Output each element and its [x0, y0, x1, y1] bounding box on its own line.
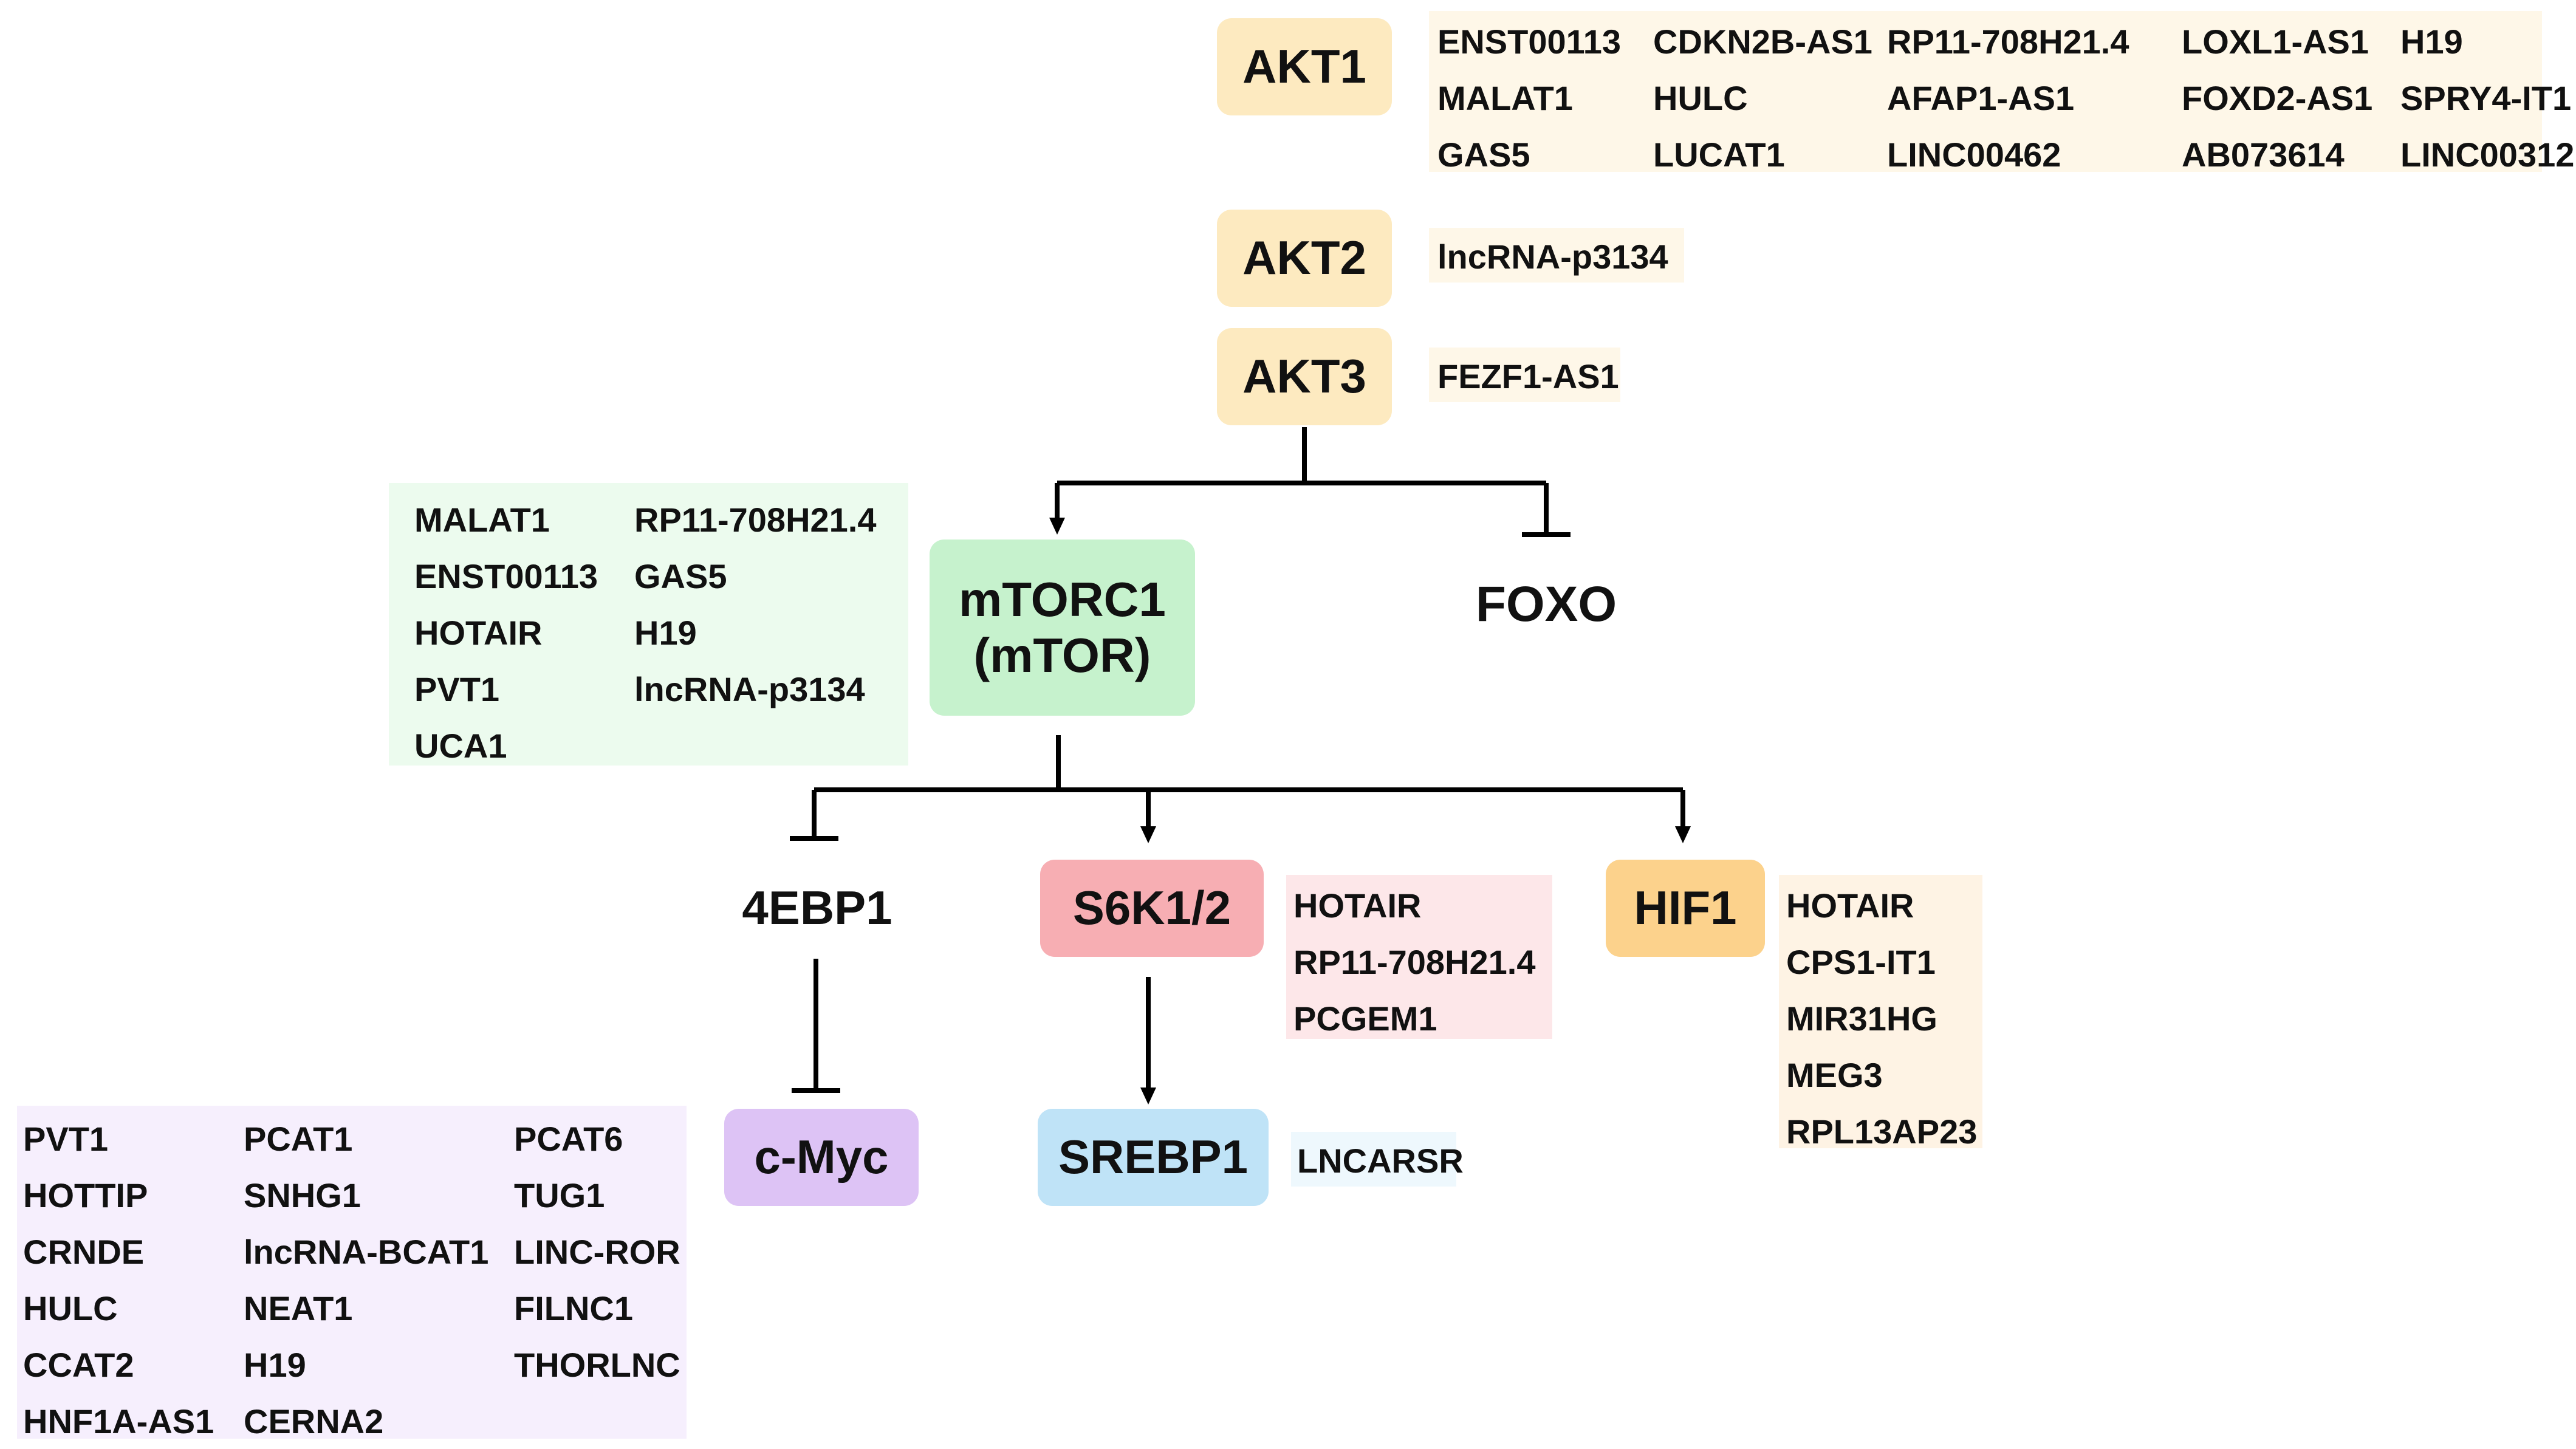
lncrna-item: [514, 1402, 690, 1441]
lncrna-item: CRNDE: [23, 1233, 145, 1271]
lncrna-item: PCAT6: [514, 1120, 623, 1158]
akt3-lncrna-panel: FEZF1-AS1: [1429, 348, 1620, 402]
lncrna-item: LUCAT1: [1653, 135, 1785, 174]
lncrna-item: SPRY4-IT1: [2400, 79, 2572, 117]
lncrna-item: H19: [244, 1346, 306, 1384]
akt3-to-mtor-arrow: [1049, 518, 1065, 535]
akt2-lncrna-panel: lncRNA-p3134: [1429, 228, 1684, 283]
srebp1-lncrna-grid: LNCARSR: [1291, 1132, 1464, 1180]
akt2-node: AKT2: [1217, 210, 1392, 307]
s6k-to-srebp-arrow: [1140, 1088, 1156, 1105]
lncrna-item: lncRNA-p3134: [634, 670, 865, 708]
lncrna-item: HULC: [23, 1289, 118, 1327]
lncrna-item: LINC-ROR: [514, 1233, 680, 1271]
lncrna-item: NEAT1: [244, 1289, 353, 1327]
lncrna-item: ENST00113: [1437, 22, 1621, 61]
mtorc1-node: mTORC1 (mTOR): [930, 540, 1195, 716]
lncrna-item: CERNA2: [244, 1402, 384, 1440]
lncrna-item: GAS5: [1437, 135, 1530, 174]
lncrna-item: CCAT2: [23, 1346, 134, 1384]
lncrna-item: ENST00113: [414, 557, 598, 595]
lncrna-item: RP11-708H21.4: [634, 501, 877, 539]
akt3-node: AKT3: [1217, 328, 1392, 425]
lncrna-item: [634, 726, 908, 766]
lncrna-item: HOTAIR: [414, 614, 543, 652]
s6k-node: S6K1/2: [1040, 860, 1264, 957]
lncrna-item: LOXL1-AS1: [2182, 22, 2369, 61]
lncrna-item: FEZF1-AS1: [1437, 357, 1619, 396]
srebp1-lncrna-panel: LNCARSR: [1291, 1132, 1464, 1187]
lncrna-item: AB073614: [2182, 135, 2345, 174]
lncrna-item: SNHG1: [244, 1176, 361, 1214]
lncrna-item: LNCARSR: [1297, 1142, 1464, 1180]
lncrna-item: H19: [2400, 22, 2463, 61]
mtor-to-s6k-arrow: [1140, 826, 1156, 843]
lncrna-item: HOTAIR: [1293, 886, 1422, 925]
lncrna-item: RP11-708H21.4: [1293, 943, 1536, 981]
srebp1-node: SREBP1: [1038, 1109, 1269, 1206]
4ebp1-node: 4EBP1: [742, 881, 892, 935]
lncrna-item: HOTTIP: [23, 1176, 148, 1214]
lncrna-item: lncRNA-BCAT1: [244, 1233, 489, 1271]
lncrna-item: LINC00312: [2400, 135, 2575, 174]
lncrna-item: HNF1A-AS1: [23, 1402, 214, 1440]
lncrna-item: AFAP1-AS1: [1887, 79, 2075, 117]
lncrna-item: MALAT1: [414, 501, 550, 539]
lncrna-item: PCAT1: [244, 1120, 353, 1158]
lncrna-item: MALAT1: [1437, 79, 1573, 117]
foxo-node: FOXO: [1475, 576, 1617, 632]
lncrna-item: MEG3: [1786, 1056, 1883, 1094]
cmyc-node: c-Myc: [724, 1109, 919, 1206]
lncrna-item: THORLNC: [514, 1346, 680, 1384]
akt1-lncrna-panel: ENST00113 CDKN2B-AS1 RP11-708H21.4 LOXL1-AS…: [1429, 11, 2574, 174]
edges: [790, 427, 1691, 1105]
akt2-lncrna-grid: lncRNA-p3134: [1429, 228, 1684, 276]
lncrna-item: RPL13AP23: [1786, 1112, 1978, 1151]
lncrna-item: TUG1: [514, 1176, 605, 1214]
lncrna-item: CDKN2B-AS1: [1653, 22, 1872, 61]
lncrna-item: UCA1: [414, 727, 507, 765]
lncrna-item: PVT1: [23, 1120, 109, 1158]
akt3-lncrna-grid: FEZF1-AS1: [1429, 348, 1620, 396]
lncrna-item: PCGEM1: [1293, 999, 1437, 1038]
lncrna-item: FILNC1: [514, 1289, 633, 1327]
lncrna-item: MIR31HG: [1786, 999, 1937, 1038]
lncrna-item: lncRNA-p3134: [1437, 238, 1668, 276]
akt1-node: AKT1: [1217, 18, 1392, 115]
lncrna-item: LINC00462: [1887, 135, 2061, 174]
lncrna-item: PVT1: [414, 670, 500, 708]
lncrna-item: GAS5: [634, 557, 727, 595]
hif1-node: HIF1: [1606, 860, 1765, 957]
lncrna-item: CPS1-IT1: [1786, 943, 1936, 981]
lncrna-item: FOXD2-AS1: [2182, 79, 2373, 117]
lncrna-item: HULC: [1653, 79, 1748, 117]
lncrna-item: H19: [634, 614, 697, 652]
akt1-lncrna-grid: ENST00113 CDKN2B-AS1 RP11-708H21.4 LOXL1-AS…: [1429, 11, 2574, 174]
lncrna-item: RP11-708H21.4: [1887, 22, 2129, 61]
lncrna-item: HOTAIR: [1786, 886, 1914, 925]
mtor-to-hif-arrow: [1675, 826, 1691, 843]
